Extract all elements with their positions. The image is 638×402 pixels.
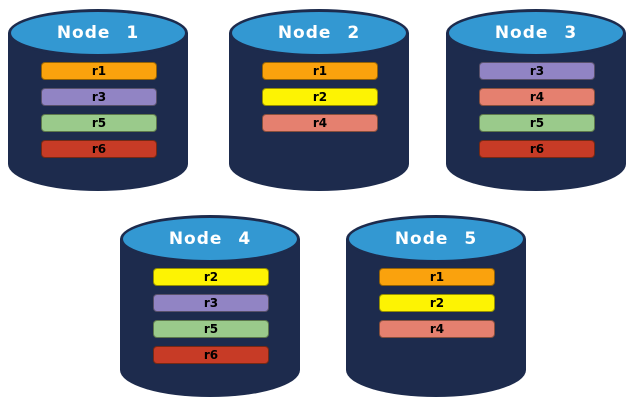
replica-bar-r1: r1 — [262, 62, 378, 80]
database-node-3: Node 3 r3 r4 r5 r6 — [446, 9, 626, 191]
replica-label: r5 — [203, 322, 219, 336]
node-title: Node 3 — [494, 23, 578, 43]
replica-list: r2 r3 r5 r6 — [153, 268, 269, 364]
replica-bar-r6: r6 — [479, 140, 595, 158]
replica-bar-r2: r2 — [379, 294, 495, 312]
cylinder-top: Node 5 — [346, 215, 526, 263]
cylinder-top: Node 3 — [446, 9, 626, 57]
replica-bar-r5: r5 — [153, 320, 269, 338]
database-node-2: Node 2 r1 r2 r4 — [229, 9, 409, 191]
replica-list: r3 r4 r5 r6 — [479, 62, 595, 158]
replica-list: r1 r3 r5 r6 — [41, 62, 157, 158]
replica-bar-r2: r2 — [153, 268, 269, 286]
replica-bar-r6: r6 — [41, 140, 157, 158]
replica-bar-r1: r1 — [379, 268, 495, 286]
replica-label: r3 — [529, 64, 545, 78]
cylinder-body — [229, 33, 409, 191]
replica-bar-r1: r1 — [41, 62, 157, 80]
database-node-1: Node 1 r1 r3 r5 r6 — [8, 9, 188, 191]
cylinder-body — [120, 239, 300, 397]
replica-label: r1 — [429, 270, 445, 284]
replica-bar-r5: r5 — [41, 114, 157, 132]
replica-label: r5 — [529, 116, 545, 130]
cylinder-body — [346, 239, 526, 397]
replica-label: r2 — [312, 90, 328, 104]
replica-bar-r2: r2 — [262, 88, 378, 106]
replica-bar-r3: r3 — [153, 294, 269, 312]
replica-label: r6 — [203, 348, 219, 362]
replica-label: r6 — [529, 142, 545, 156]
replica-bar-r5: r5 — [479, 114, 595, 132]
node-title: Node 5 — [394, 229, 478, 249]
node-title: Node 4 — [168, 229, 252, 249]
database-node-5: Node 5 r1 r2 r4 — [346, 215, 526, 397]
replica-label: r2 — [429, 296, 445, 310]
node-title: Node 1 — [56, 23, 140, 43]
replica-label: r4 — [429, 322, 445, 336]
replica-list: r1 r2 r4 — [379, 268, 495, 338]
replica-bar-r6: r6 — [153, 346, 269, 364]
replica-label: r1 — [91, 64, 107, 78]
replica-bar-r3: r3 — [41, 88, 157, 106]
cylinder-body — [446, 33, 626, 191]
replica-label: r5 — [91, 116, 107, 130]
replica-label: r2 — [203, 270, 219, 284]
replica-bar-r4: r4 — [479, 88, 595, 106]
node-title: Node 2 — [277, 23, 361, 43]
replica-label: r1 — [312, 64, 328, 78]
cylinder-top: Node 1 — [8, 9, 188, 57]
replica-label: r6 — [91, 142, 107, 156]
replica-bar-r4: r4 — [379, 320, 495, 338]
cylinder-top: Node 2 — [229, 9, 409, 57]
cylinder-top: Node 4 — [120, 215, 300, 263]
replica-bar-r4: r4 — [262, 114, 378, 132]
replica-list: r1 r2 r4 — [262, 62, 378, 132]
replica-bar-r3: r3 — [479, 62, 595, 80]
replica-label: r3 — [203, 296, 219, 310]
replica-label: r3 — [91, 90, 107, 104]
replica-label: r4 — [529, 90, 545, 104]
database-node-4: Node 4 r2 r3 r5 r6 — [120, 215, 300, 397]
cylinder-body — [8, 33, 188, 191]
replica-label: r4 — [312, 116, 328, 130]
